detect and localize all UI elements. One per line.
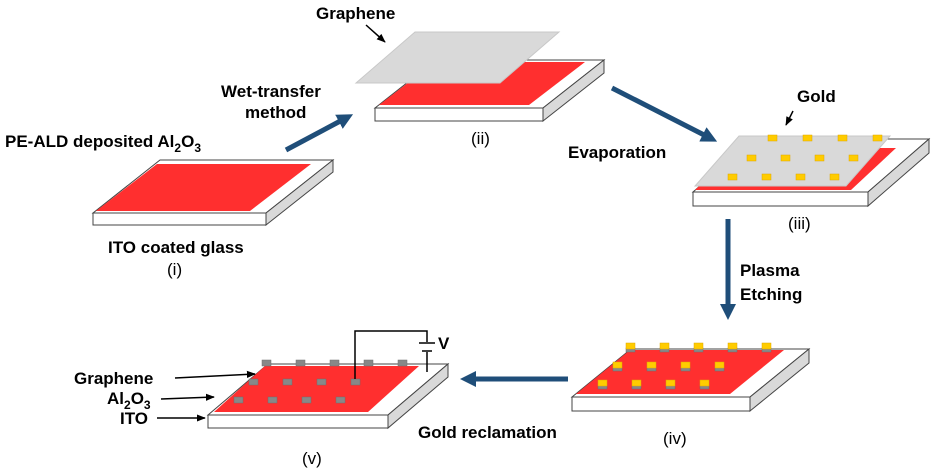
slab-v-front [207, 414, 389, 429]
graphene-island [316, 378, 327, 386]
graphene-island [363, 359, 374, 367]
gold-reclamation-label: Gold reclamation [418, 423, 557, 442]
wet-transfer-label-line1: Wet-transfer [221, 82, 321, 101]
gold-pointer [785, 110, 794, 126]
graphene-island [397, 359, 408, 367]
al2o3-layer-iv [576, 350, 784, 394]
gold-pad [837, 134, 848, 142]
gold-pads-iv [597, 342, 772, 390]
graphene-island [282, 378, 293, 386]
gold-pad [746, 154, 757, 162]
voltage-label: V [438, 334, 450, 353]
gold-pad [693, 342, 704, 350]
gold-pad [665, 379, 676, 387]
plasma-label-line2: Etching [740, 285, 802, 304]
slab-ii-right [542, 58, 605, 123]
step-i-label: (i) [167, 260, 182, 279]
slab-iv [570, 342, 811, 413]
circuit-wire-top [354, 330, 428, 379]
slab-i [91, 158, 335, 227]
graphene-v-pointer [174, 370, 256, 379]
plasma-label-line1: Plasma [740, 261, 800, 280]
slab-v [206, 330, 450, 430]
gold-pad [714, 361, 725, 369]
graphene-islands-v [233, 359, 408, 404]
gold-pad [780, 154, 791, 162]
slab-iii-right [867, 137, 930, 208]
slab-i-front [92, 212, 267, 226]
gold-pad [680, 361, 691, 369]
slab-ii-front [374, 107, 544, 122]
gold-pad [829, 173, 840, 181]
voltage-circuit [354, 330, 435, 379]
slab-iii [691, 134, 931, 208]
step-v-label: (v) [302, 449, 322, 468]
gold-pad [848, 154, 859, 162]
slab-iv-right [749, 347, 810, 413]
gold-pad [727, 173, 738, 181]
graphene-label: Graphene [316, 4, 395, 23]
pe-ald-label: PE-ALD deposited Al2O3 [5, 132, 201, 155]
ito-glass-label: ITO coated glass [108, 238, 244, 257]
gold-pad [727, 342, 738, 350]
graphene-sheet [354, 31, 561, 84]
graphene-island [329, 359, 340, 367]
gold-pad [872, 134, 883, 142]
step-iii-label: (iii) [788, 214, 811, 233]
gold-pad [625, 342, 636, 350]
al2o3-layer-v [214, 366, 419, 412]
slab-v-right [387, 362, 449, 430]
gold-pad [699, 379, 710, 387]
graphene-pointer [365, 24, 386, 43]
gold-pad [795, 173, 806, 181]
gold-pad [646, 361, 657, 369]
gold-pad [631, 379, 642, 387]
arrow-ii-to-iii [610, 85, 718, 142]
graphene-island [248, 378, 259, 386]
wet-transfer-label-line2: method [245, 103, 306, 122]
gold-pad [659, 342, 670, 350]
al2o3-layer-i [96, 164, 311, 211]
slab-i-right [265, 158, 334, 227]
gold-pads-iii [727, 134, 883, 181]
gold-pad [597, 379, 608, 387]
gold-label: Gold [797, 87, 836, 106]
graphene-island [350, 378, 361, 386]
slab-ii [354, 31, 606, 123]
graphene-v-label: Graphene [74, 369, 153, 388]
graphene-layer-iii [693, 135, 892, 187]
gold-pad [767, 134, 778, 142]
slab-iv-front [571, 396, 751, 412]
evaporation-label: Evaporation [568, 143, 666, 162]
gold-pad [802, 134, 813, 142]
graphene-island [261, 359, 272, 367]
slab-iii-front [692, 191, 869, 207]
step-iv-label: (iv) [663, 429, 687, 448]
graphene-island [233, 396, 244, 404]
al2o3-v-pointer [160, 393, 215, 401]
gold-pad [612, 361, 623, 369]
arrow-i-to-ii [284, 114, 354, 153]
gold-pad [761, 342, 772, 350]
graphene-island [335, 396, 346, 404]
step-ii-label: (ii) [471, 129, 490, 148]
ito-v-label: ITO [120, 409, 148, 428]
graphene-island [267, 396, 278, 404]
al2o3-v-label: Al2O3 [107, 389, 151, 412]
gold-pad [814, 154, 825, 162]
gold-pad [761, 173, 772, 181]
graphene-island [295, 359, 306, 367]
graphene-island [301, 396, 312, 404]
